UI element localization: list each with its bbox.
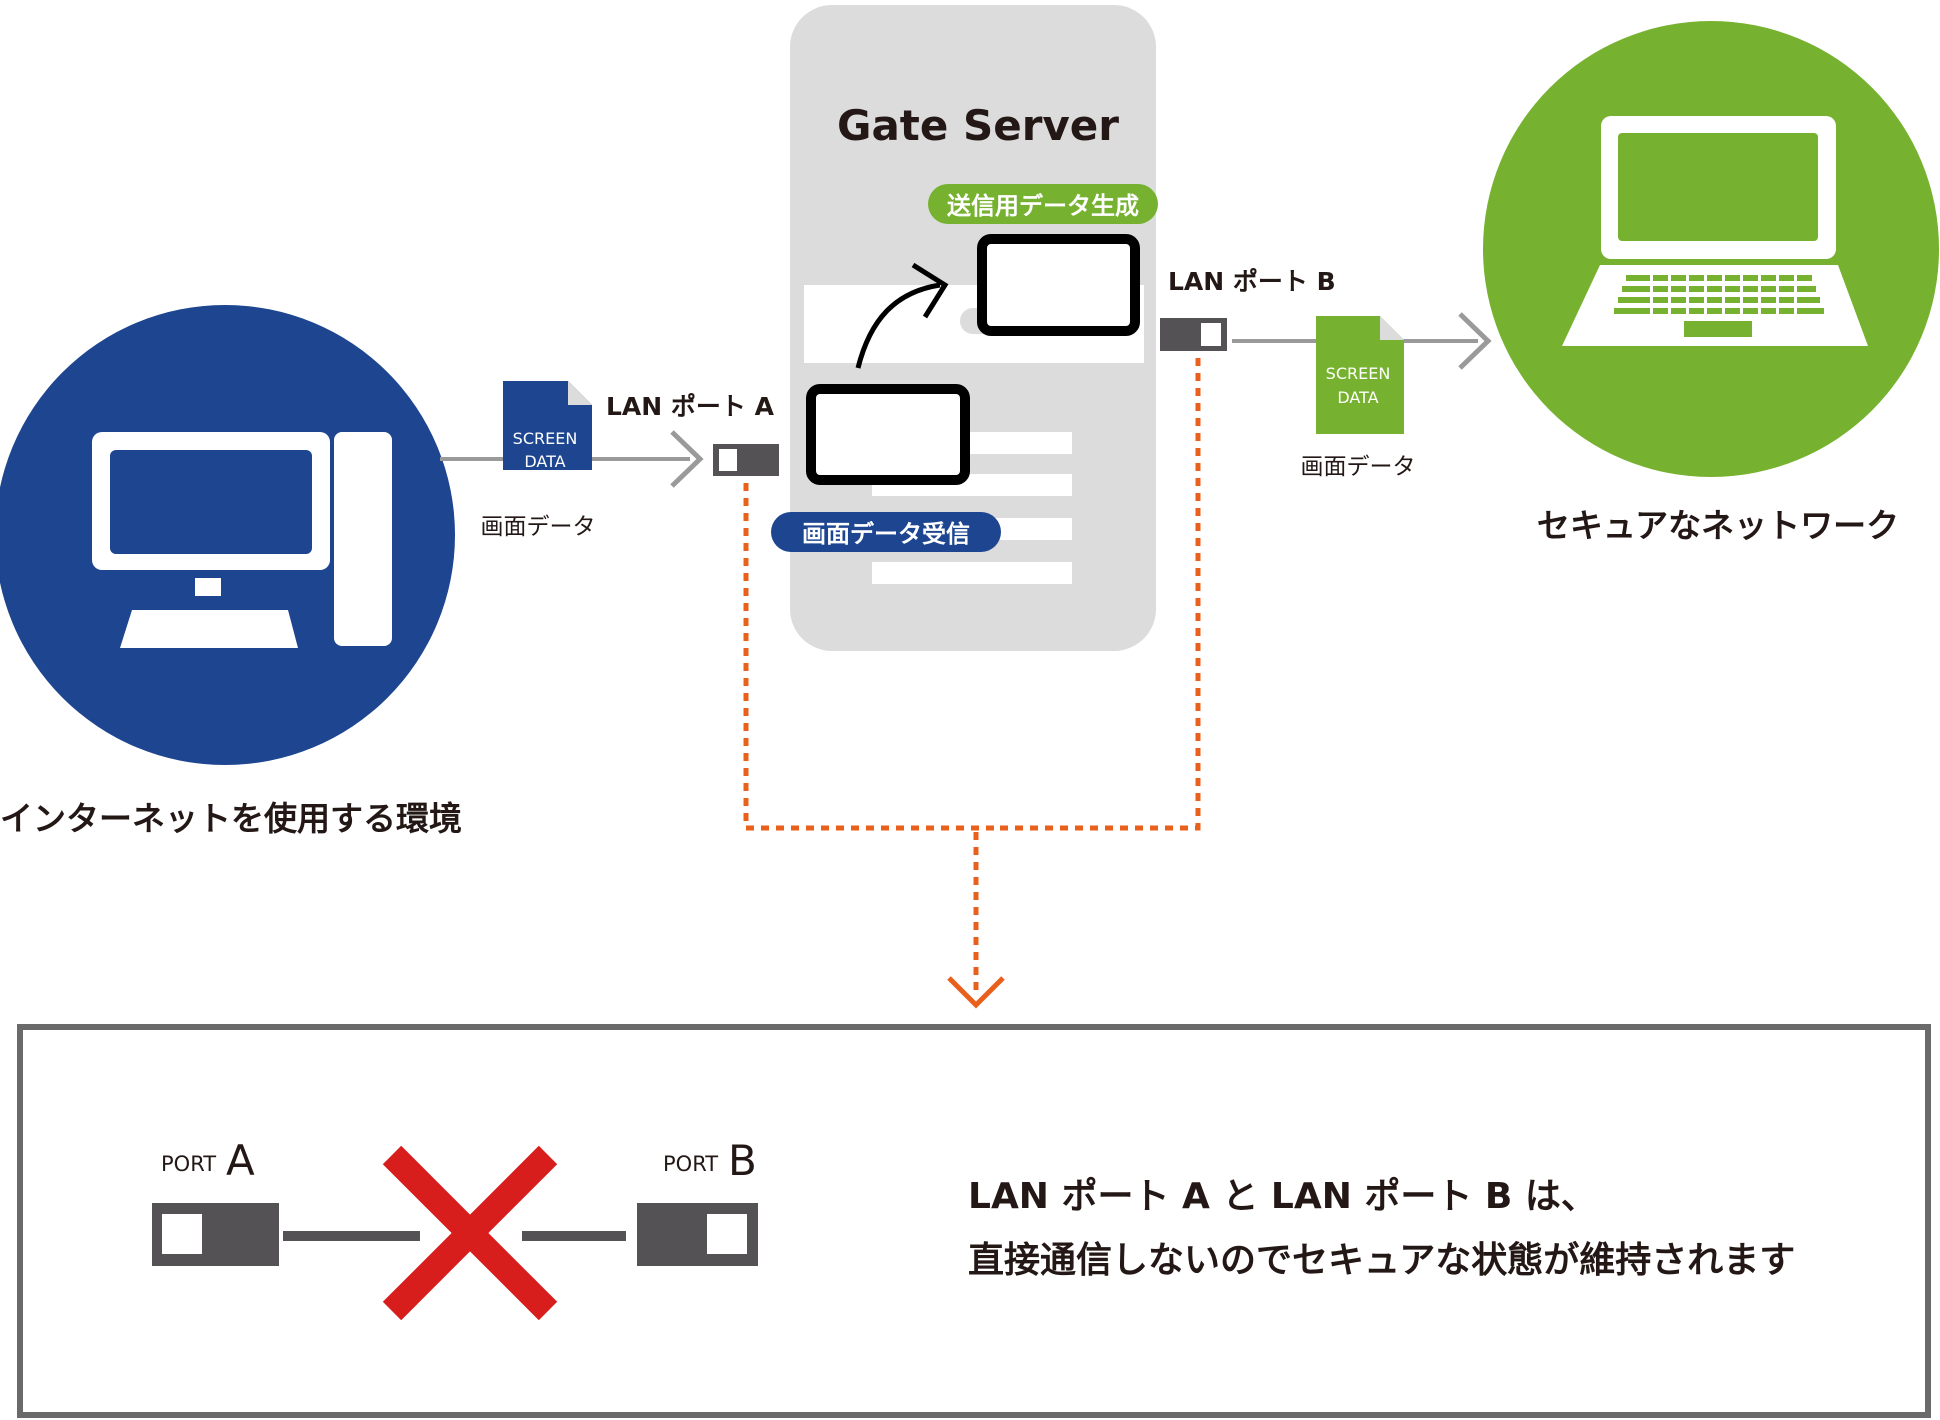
screen-data-document-left: SCREEN DATA xyxy=(503,381,592,471)
generate-badge: 送信用データ生成 xyxy=(928,184,1158,224)
secure-network: セキュアなネットワーク xyxy=(1483,21,1939,545)
bottom-port-b-prefix: PORT xyxy=(663,1152,718,1176)
dotted-path-port-b xyxy=(1000,358,1201,831)
screen-data-right-line1: SCREEN xyxy=(1326,364,1391,383)
screen-data-right-line2: DATA xyxy=(1337,388,1378,407)
screen-data-right-caption: 画面データ xyxy=(1301,454,1416,480)
lan-port-b-label: LAN ポート B xyxy=(1168,267,1336,296)
receive-badge-label: 画面データ受信 xyxy=(802,520,970,548)
left-arrow-head-icon xyxy=(670,430,704,488)
screen-data-left-caption: 画面データ xyxy=(481,514,596,540)
isolation-dotted-paths xyxy=(743,358,1201,995)
screen-data-left-line2: DATA xyxy=(524,452,565,471)
lan-port-a: LAN ポート A xyxy=(606,392,779,476)
desktop-computer-icon xyxy=(92,432,392,648)
dotted-arrow-head-icon xyxy=(947,976,1005,1009)
screen-data-document-right: SCREEN DATA xyxy=(1316,316,1404,434)
generate-badge-label: 送信用データ生成 xyxy=(947,192,1139,220)
blocked-x-icon xyxy=(382,1145,558,1321)
process-arrow-head-icon xyxy=(911,262,949,319)
screen-data-left-line1: SCREEN xyxy=(513,429,578,448)
bottom-panel-frame xyxy=(17,1024,1931,1418)
bottom-message-line1: LAN ポート A と LAN ポート B は、 xyxy=(968,1175,1597,1217)
dotted-path-port-a xyxy=(743,483,1000,831)
lan-port-b: LAN ポート B xyxy=(1160,267,1336,351)
lan-port-a-label: LAN ポート A xyxy=(606,392,775,421)
bottom-port-b: PORT B xyxy=(637,1136,758,1266)
internet-environment: インターネットを使用する環境 xyxy=(0,305,462,838)
gate-server: Gate Server 送信用データ生成 画面データ受信 xyxy=(771,5,1158,651)
right-arrow-head-icon xyxy=(1458,312,1492,370)
bottom-port-a-letter: A xyxy=(226,1136,255,1185)
receive-badge: 画面データ受信 xyxy=(771,512,1001,552)
generated-screen-frame xyxy=(977,234,1140,336)
bottom-port-b-letter: B xyxy=(728,1136,757,1185)
laptop-icon xyxy=(1562,116,1868,346)
bottom-message-line2: 直接通信しないのでセキュアな状態が維持されます xyxy=(968,1240,1795,1281)
received-screen-frame xyxy=(806,384,970,485)
gate-server-title: Gate Server xyxy=(837,101,1119,150)
bottom-port-a: PORT A xyxy=(152,1136,279,1266)
internet-environment-label: インターネットを使用する環境 xyxy=(0,799,462,838)
right-connection: SCREEN DATA 画面データ xyxy=(1232,312,1492,480)
process-curve-arrow xyxy=(855,282,941,369)
bottom-panel: PORT A PORT B LAN ポート A と LAN ポート B は、 直… xyxy=(17,1024,1931,1418)
bottom-port-a-prefix: PORT xyxy=(161,1152,216,1176)
secure-network-label: セキュアなネットワーク xyxy=(1537,506,1899,545)
left-connection: SCREEN DATA 画面データ xyxy=(440,381,704,540)
